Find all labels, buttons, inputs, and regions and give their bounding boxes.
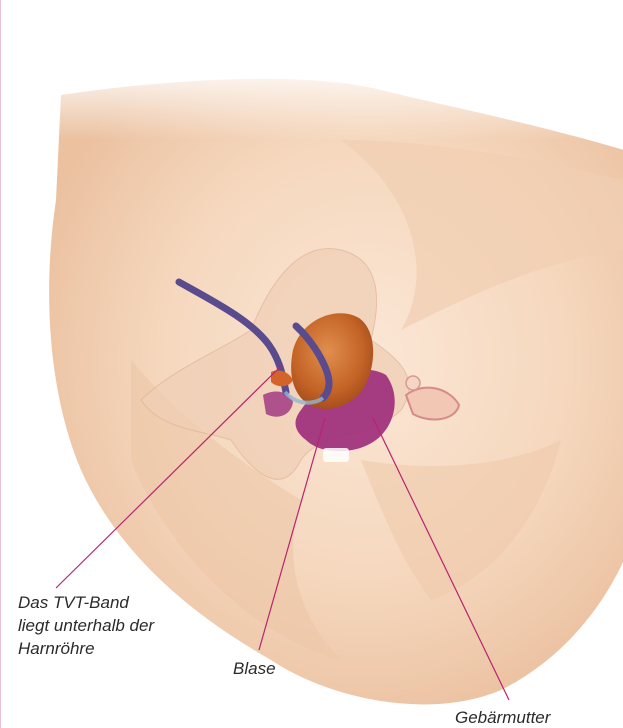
tvt-band-label: Das TVT-Band liegt unterhalb der Harnröh…	[18, 591, 154, 660]
blase-label: Blase	[233, 657, 276, 680]
tvt-band-label-line3: Harnröhre	[18, 637, 154, 660]
tvt-band-label-line2: liegt unterhalb der	[18, 614, 154, 637]
gebaermutter-label: Gebärmutter	[455, 706, 550, 728]
tvt-band-label-line1: Das TVT-Band	[18, 591, 154, 614]
